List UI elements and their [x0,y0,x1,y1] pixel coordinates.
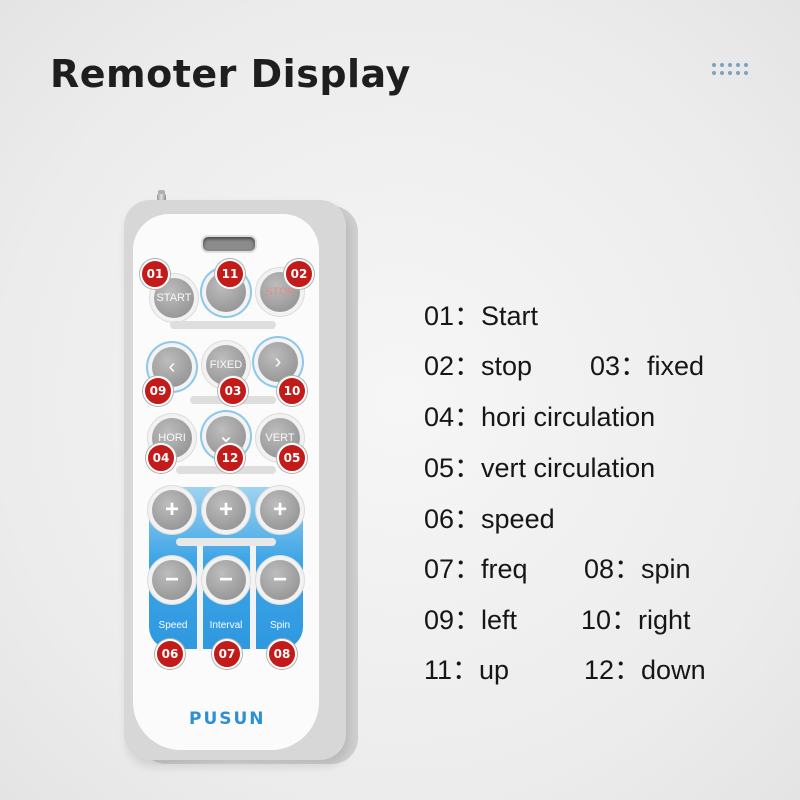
left-button[interactable]: ‹ [148,343,196,391]
legend-row: 05：vert circulation [424,446,655,485]
legend-row: 02：stop 03：fixed [424,344,704,383]
minus-icon: − [164,566,179,593]
spin-minus-button[interactable]: − [256,556,304,604]
badge-03: 03 [218,376,248,406]
start-label: START [156,292,192,304]
column-label-spin: Spin [269,620,290,631]
legend-row: 04：hori circulation [424,395,655,434]
legend-entry: 09：left [424,605,518,635]
badge-02: 02 [284,259,314,289]
right-button[interactable]: › [254,338,302,386]
legend-entry: 12：down [584,655,706,685]
badge-11: 11 [215,259,245,289]
legend-entry: 11：up [424,655,510,685]
legend-entry: 01：Start [424,301,539,331]
badge-09: 09 [143,376,173,406]
legend-row: 07：freq 08：spin [424,547,691,586]
interval-minus-button[interactable]: − [202,556,250,604]
hori-label: HORI [158,432,186,444]
brand-logo: PUSUN [189,709,266,729]
plus-icon: + [164,496,179,523]
minus-icon: − [272,566,287,593]
speed-minus-button[interactable]: − [148,556,196,604]
legend-entry: 08：spin [584,554,691,584]
interval-plus-button[interactable]: + [202,486,250,534]
column-label-speed: Speed [158,620,188,631]
badge-06: 06 [155,639,185,669]
legend-entry: 06：speed [424,504,555,534]
legend-row: 01：Start [424,294,538,333]
column-label-interval: Interval [209,620,243,631]
legend-entry: 04：hori circulation [424,402,656,432]
legend-row: 11：up 12：down [424,648,706,687]
legend-row: 09：left 10：right [424,598,691,637]
indicator-slot [201,235,257,253]
antenna-tip [158,190,165,196]
legend-row: 06：speed [424,497,555,536]
minus-icon: − [218,566,233,593]
legend-entry: 07：freq [424,554,528,584]
stop-label: STOP [265,286,295,298]
legend-entry: 10：right [581,605,691,635]
chevron-left-icon: ‹ [168,356,176,378]
speed-plus-button[interactable]: + [148,486,196,534]
column-divider [250,540,256,650]
fixed-label: FIXED [209,359,243,371]
divider [176,538,276,546]
spin-plus-button[interactable]: + [256,486,304,534]
vert-label: VERT [265,432,295,444]
column-divider [197,540,203,650]
legend-entry: 02：stop [424,351,533,381]
plus-icon: + [272,496,287,523]
chevron-down-icon: ⌄ [217,425,235,447]
legend-entry: 05：vert circulation [424,453,656,483]
badge-08: 08 [267,639,297,669]
page-title: Remoter Display [50,52,411,96]
badge-12: 12 [215,443,245,473]
badge-01: 01 [140,259,170,289]
badge-10: 10 [277,376,307,406]
legend-entry: 03：fixed [590,351,705,381]
chevron-right-icon: › [274,351,282,373]
divider [170,321,276,329]
dots-menu-icon[interactable] [712,63,752,83]
badge-07: 07 [212,639,242,669]
plus-icon: + [218,496,233,523]
badge-05: 05 [277,443,307,473]
badge-04: 04 [146,443,176,473]
